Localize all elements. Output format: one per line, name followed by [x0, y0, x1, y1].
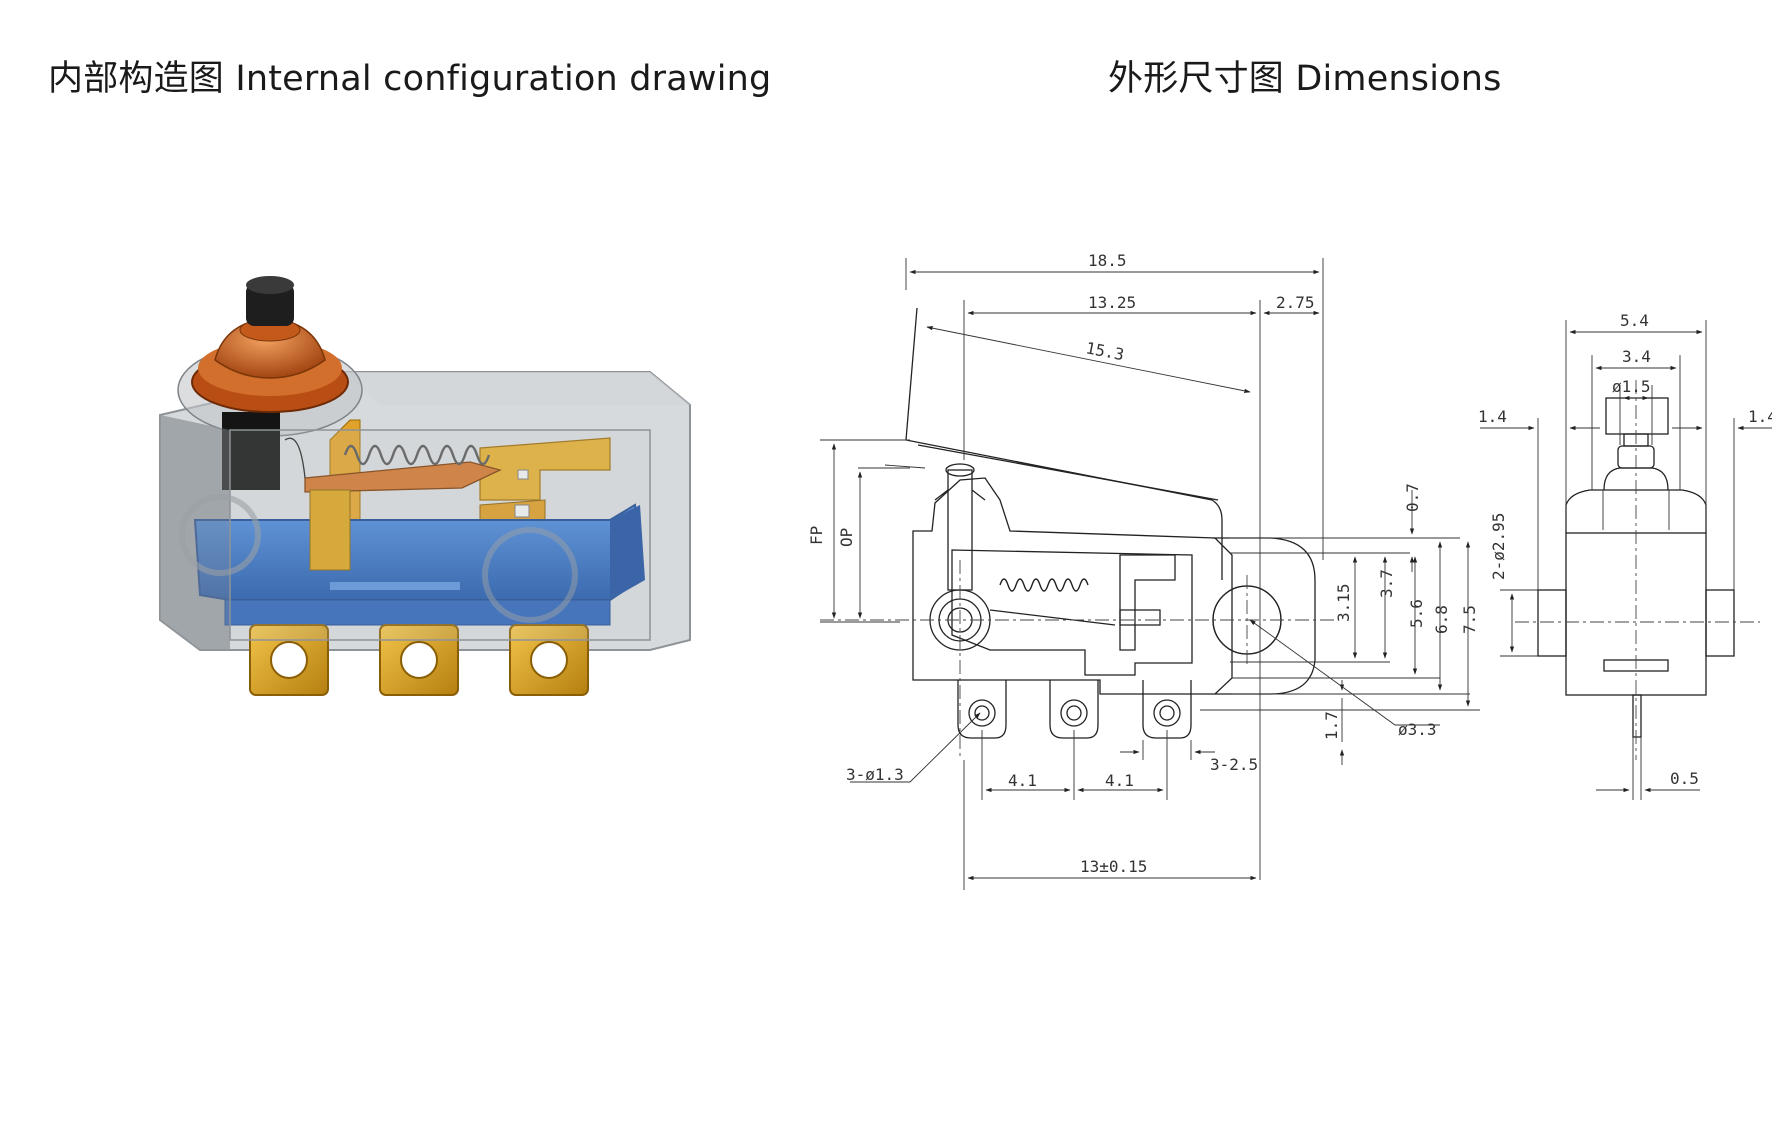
- terminals: [249, 624, 589, 696]
- dim-13-25: 13.25: [1088, 293, 1136, 312]
- dim-right-1-4: 1.4: [1748, 407, 1772, 426]
- dim-2-dia-2-95: 2-ø2.95: [1489, 513, 1508, 580]
- dim-5-4: 5.4: [1620, 311, 1649, 330]
- dim-6-8: 6.8: [1432, 605, 1451, 634]
- dim-3-2-5: 3-2.5: [1210, 755, 1258, 774]
- dim-13-tol: 13±0.15: [1080, 857, 1147, 876]
- dim-5-6: 5.6: [1407, 599, 1426, 628]
- dim-3-15: 3.15: [1334, 583, 1353, 622]
- dim-0-5: 0.5: [1670, 769, 1699, 788]
- dim-3-dia-1-3: 3-ø1.3: [846, 765, 904, 784]
- dim-2-75: 2.75: [1276, 293, 1315, 312]
- spring: [343, 444, 491, 466]
- dim-7-5: 7.5: [1460, 605, 1479, 634]
- side-view-drawing: 18.5 13.25 2.75 15.3 FP OP 0.7 3.7 3.15 …: [807, 251, 1480, 890]
- dim-18-5: 18.5: [1088, 251, 1127, 270]
- plunger-boot: [191, 317, 349, 413]
- dim-pitch-b: 4.1: [1105, 771, 1134, 790]
- dim-1-7: 1.7: [1322, 711, 1341, 740]
- dim-3-7: 3.7: [1377, 569, 1396, 598]
- dim-op: OP: [837, 528, 856, 547]
- inner-block: [222, 412, 280, 490]
- dim-15-3: 15.3: [1084, 338, 1125, 364]
- dim-dia-3-3: ø3.3: [1398, 720, 1437, 739]
- dimensions-heading: 外形尺寸图 Dimensions: [1108, 59, 1502, 99]
- dim-3-4: 3.4: [1622, 347, 1651, 366]
- actuator-tip: [246, 276, 294, 326]
- dim-0-7: 0.7: [1403, 483, 1422, 512]
- end-view-drawing: 5.4 3.4 ø1.5 1.4 1.4 2-ø2.95 0.5: [1478, 311, 1772, 800]
- internal-configuration-heading: 内部构造图 Internal configuration drawing: [48, 59, 772, 99]
- dim-pitch-a: 4.1: [1008, 771, 1037, 790]
- internal-switch-illustration: [159, 276, 691, 696]
- side-terminals: [957, 680, 1192, 739]
- dim-fp: FP: [807, 526, 826, 545]
- dim-left-1-4: 1.4: [1478, 407, 1507, 426]
- dim-dia-1-5: ø1.5: [1612, 377, 1651, 396]
